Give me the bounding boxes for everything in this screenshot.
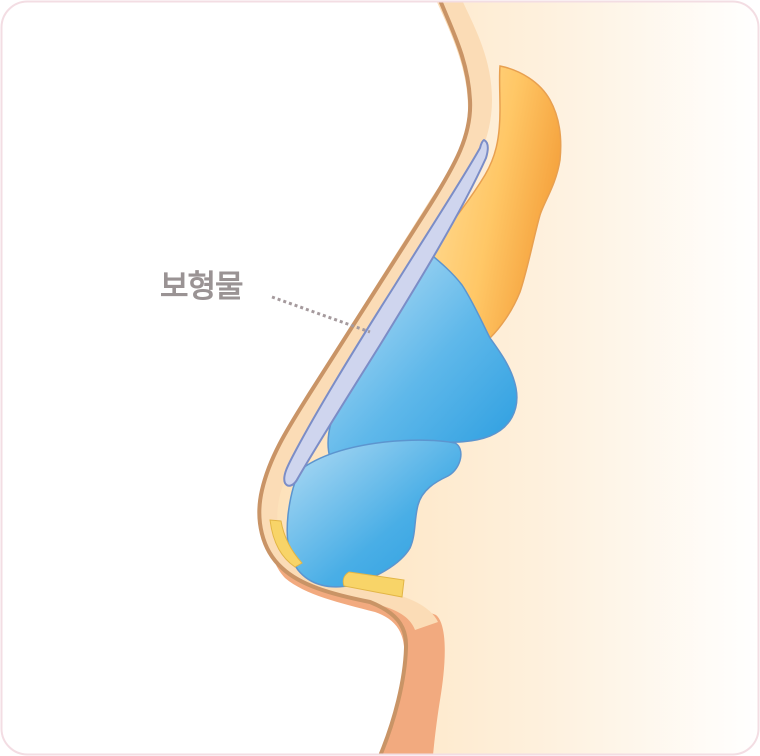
label-leader-line <box>271 295 371 334</box>
alar-cartilage-left <box>269 519 303 568</box>
lower-skin <box>272 545 445 755</box>
alar-cartilage-lower <box>342 571 405 598</box>
implant-shape <box>283 138 489 487</box>
skin-outline <box>257 1 473 755</box>
implant-label: 보형물 <box>160 269 244 305</box>
